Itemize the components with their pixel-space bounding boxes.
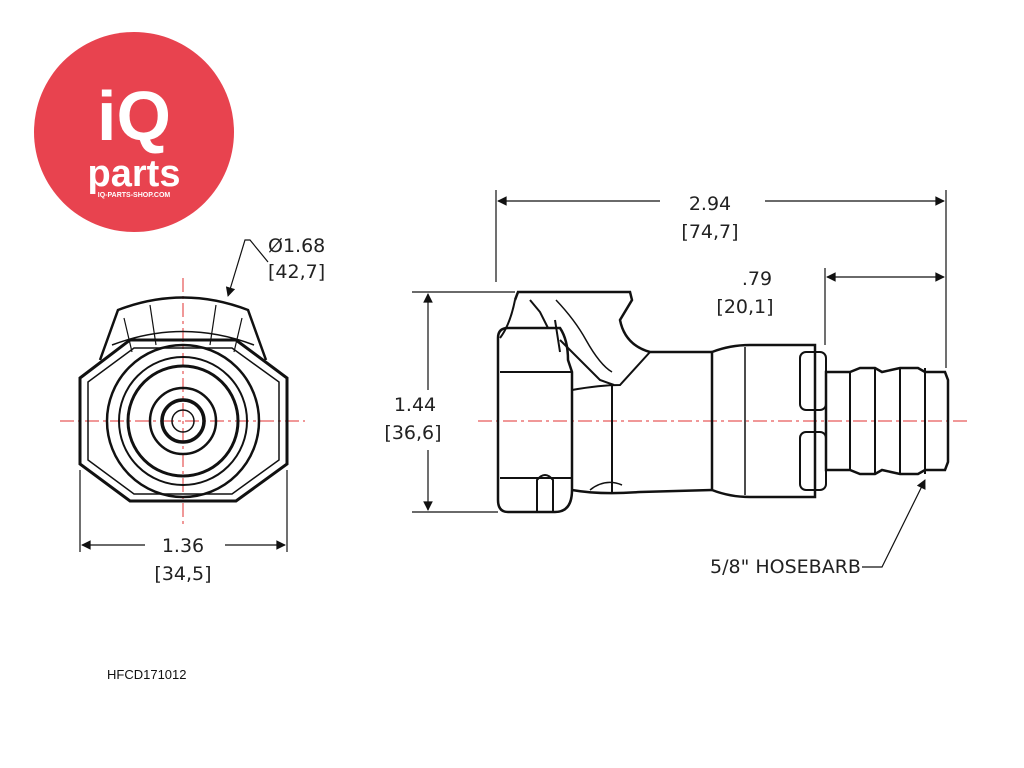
side-barb-in: .79 <box>742 268 772 290</box>
side-coupling-body <box>496 326 574 514</box>
side-height-mm: [36,6] <box>384 422 441 444</box>
front-latch <box>98 296 268 361</box>
side-hose-barb <box>824 366 950 476</box>
side-callout: 5/8" HOSEBARB <box>710 556 861 578</box>
front-width-mm: [34,5] <box>154 563 211 585</box>
side-barb-mm: [20,1] <box>716 296 773 318</box>
side-view <box>412 190 968 568</box>
side-latch <box>513 290 712 354</box>
part-number: HFCD171012 <box>107 667 187 682</box>
front-view <box>60 239 305 552</box>
logo-website: IQ-PARTS-SHOP.COM <box>98 192 171 199</box>
logo-brand-bottom: parts <box>88 153 181 195</box>
front-diameter-mm: [42,7] <box>268 261 325 283</box>
logo-brand-top: iQ <box>97 77 171 155</box>
front-hex-body <box>78 338 289 503</box>
iq-parts-logo: iQ parts IQ-PARTS-SHOP.COM <box>34 32 234 232</box>
front-width-in: 1.36 <box>162 535 204 557</box>
side-length-in: 2.94 <box>689 193 731 215</box>
side-length-mm: [74,7] <box>681 221 738 243</box>
side-height-in: 1.44 <box>394 394 436 416</box>
front-diameter-in: Ø1.68 <box>268 235 325 257</box>
